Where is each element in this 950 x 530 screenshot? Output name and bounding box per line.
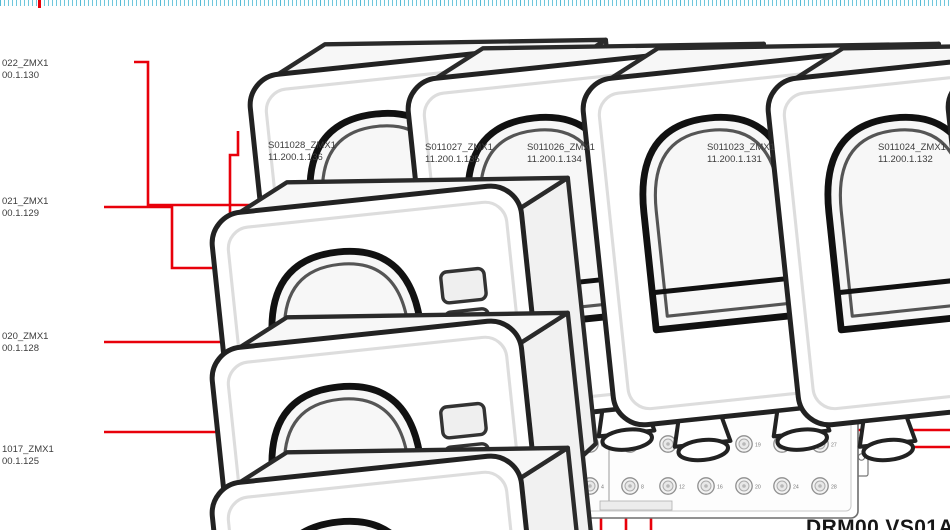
- port-16[interactable]: 16: [697, 477, 723, 495]
- port-8[interactable]: 8: [621, 477, 644, 495]
- port-28[interactable]: 28: [811, 477, 837, 495]
- ruler-origin-marker: [38, 0, 41, 8]
- port-20[interactable]: 20: [735, 477, 761, 495]
- top-ruler: [0, 0, 950, 6]
- port-number: 4: [601, 485, 604, 491]
- port-number: 12: [679, 485, 685, 491]
- port-number: 27: [831, 443, 837, 449]
- port-number: 24: [793, 485, 799, 491]
- port-11[interactable]: 11: [659, 435, 685, 453]
- port-19[interactable]: 19: [735, 435, 761, 453]
- panel-din-rail: [599, 500, 673, 511]
- port-number: 19: [755, 443, 761, 449]
- port-number: 16: [717, 485, 723, 491]
- panel-title: DRM00 VS01A: [806, 516, 950, 530]
- port-number: 28: [831, 485, 837, 491]
- port-12[interactable]: 12: [659, 477, 685, 495]
- port-number: 8: [641, 485, 644, 491]
- port-number: 20: [755, 485, 761, 491]
- port-24[interactable]: 24: [773, 477, 799, 495]
